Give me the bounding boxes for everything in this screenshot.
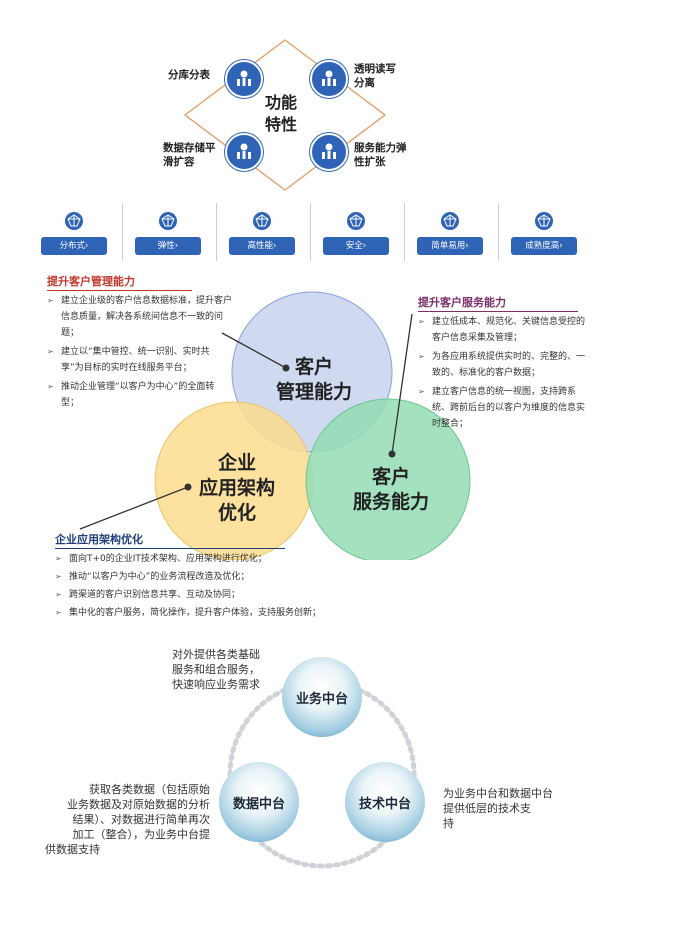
tile-security: 安全› [320,207,392,259]
tile-divider [310,203,311,261]
arrow-icon: ➢ [47,382,54,391]
section-title-service: 提升客户服务能力 [418,296,506,309]
venn-circle-service [305,398,471,560]
network-icon [65,212,83,230]
database-icon [225,133,263,171]
tile-maturity: 成熟度高› [508,207,580,259]
tile-button-easy-to-use[interactable]: 简单易用› [417,237,483,255]
tile-distributed: 分布式› [38,207,110,259]
arrow-icon: ➢ [55,572,62,581]
venn-label-architecture: 企业 应用架构 优化 [198,452,275,524]
management-list: ➢建立企业级的客户信息数据标准，提升客户信息质量，解决各系统间信息不一致的问题；… [47,293,232,414]
architecture-list: ➢面向T+0的企业IT技术架构、应用架构进行优化； ➢推动“以客户为中心”的业务… [55,551,385,623]
connector-dot [282,364,290,372]
list-item: ➢面向T+0的企业IT技术架构、应用架构进行优化； [55,551,385,567]
feature-label-sharding: 分库分表 [168,69,210,81]
feature-center-title: 功能 特性 [264,93,297,134]
arrow-icon: ➢ [47,296,54,305]
hub-business-desc: 对外提供各类基础 服务和组合服务， 快速响应业务需求 [172,648,260,691]
network-icon [441,212,459,230]
tile-button-maturity[interactable]: 成熟度高› [511,237,577,255]
list-item: ➢推动企业管理“以客户为中心”的全面转型； [47,379,232,411]
hub-data: 数据中台 [219,762,299,842]
connector-line [79,486,189,530]
list-item: ➢推动“以客户为中心”的业务流程改造及优化； [55,569,385,585]
hub-data-desc: 获取各类数据（包括原始 业务数据及对原始数据的分析 结果）、对数据进行简单再次 … [45,783,210,856]
connector-line [221,332,287,369]
section-title-management: 提升客户管理能力 [47,275,135,288]
connector-line [391,313,413,455]
feature-label-storage-scaling: 数据存储平 滑扩容 [163,142,216,168]
database-icon [310,60,348,98]
list-item: ➢建立低成本、规范化、关键信息受控的客户信息采集及管理； [418,314,588,346]
network-icon [159,212,177,230]
title-underline [418,311,578,312]
list-item: ➢集中化的客户服务，简化操作，提升客户体验，支持服务创新； [55,605,385,621]
list-item: ➢建立企业级的客户信息数据标准，提升客户信息质量，解决各系统间信息不一致的问题； [47,293,232,341]
hub-business: 业务中台 [282,657,362,737]
title-underline [55,548,285,549]
tile-button-performance[interactable]: 高性能› [229,237,295,255]
venn-label-service: 客户 服务能力 [352,466,429,513]
tile-elastic: 弹性› [132,207,204,259]
arrow-icon: ➢ [55,554,62,563]
network-icon [253,212,271,230]
list-item: ➢为各应用系统提供实时的、完整的、一致的、标准化的客户数据； [418,349,588,381]
service-list: ➢建立低成本、规范化、关键信息受控的客户信息采集及管理； ➢为各应用系统提供实时… [418,314,588,435]
tile-easy-to-use: 简单易用› [414,207,486,259]
tile-button-distributed[interactable]: 分布式› [41,237,107,255]
list-item: ➢建立客户信息的统一视图，支持跨系统、跨前后台的以客户为维度的信息实时整合； [418,384,588,432]
arrow-icon: ➢ [418,387,425,396]
hub-tech: 技术中台 [345,762,425,842]
diamond-outline [183,39,387,191]
arrow-icon: ➢ [418,317,425,326]
tile-divider [216,203,217,261]
list-item: ➢建立以“集中管控、统一识别、实时共享”为目标的实时在线服务平台； [47,344,232,376]
tile-divider [404,203,405,261]
list-item: ➢跨渠道的客户识别信息共享、互动及协同； [55,587,385,603]
database-icon [225,60,263,98]
network-icon [347,212,365,230]
venn-label-management: 客户 管理能力 [275,356,352,403]
database-icon [310,133,348,171]
connector-dot [388,450,396,458]
feature-label-service-scaling: 服务能力弹 性扩张 [354,142,407,168]
tile-performance: 高性能› [226,207,298,259]
arrow-icon: ➢ [47,347,54,356]
tile-button-security[interactable]: 安全› [323,237,389,255]
arrow-icon: ➢ [55,590,62,599]
arrow-icon: ➢ [55,608,62,617]
feature-label-rw-split: 透明读写 分离 [354,63,396,89]
connector-dot [184,483,192,491]
section-title-architecture: 企业应用架构优化 [55,533,143,546]
venn-diagram [79,291,471,560]
tile-divider [122,203,123,261]
tile-divider [498,203,499,261]
title-underline [47,290,192,291]
network-icon [535,212,553,230]
hub-tech-desc: 为业务中台和数据中台 提供低层的技术支 持 [443,787,553,830]
tile-button-elastic[interactable]: 弹性› [135,237,201,255]
arrow-icon: ➢ [418,352,425,361]
